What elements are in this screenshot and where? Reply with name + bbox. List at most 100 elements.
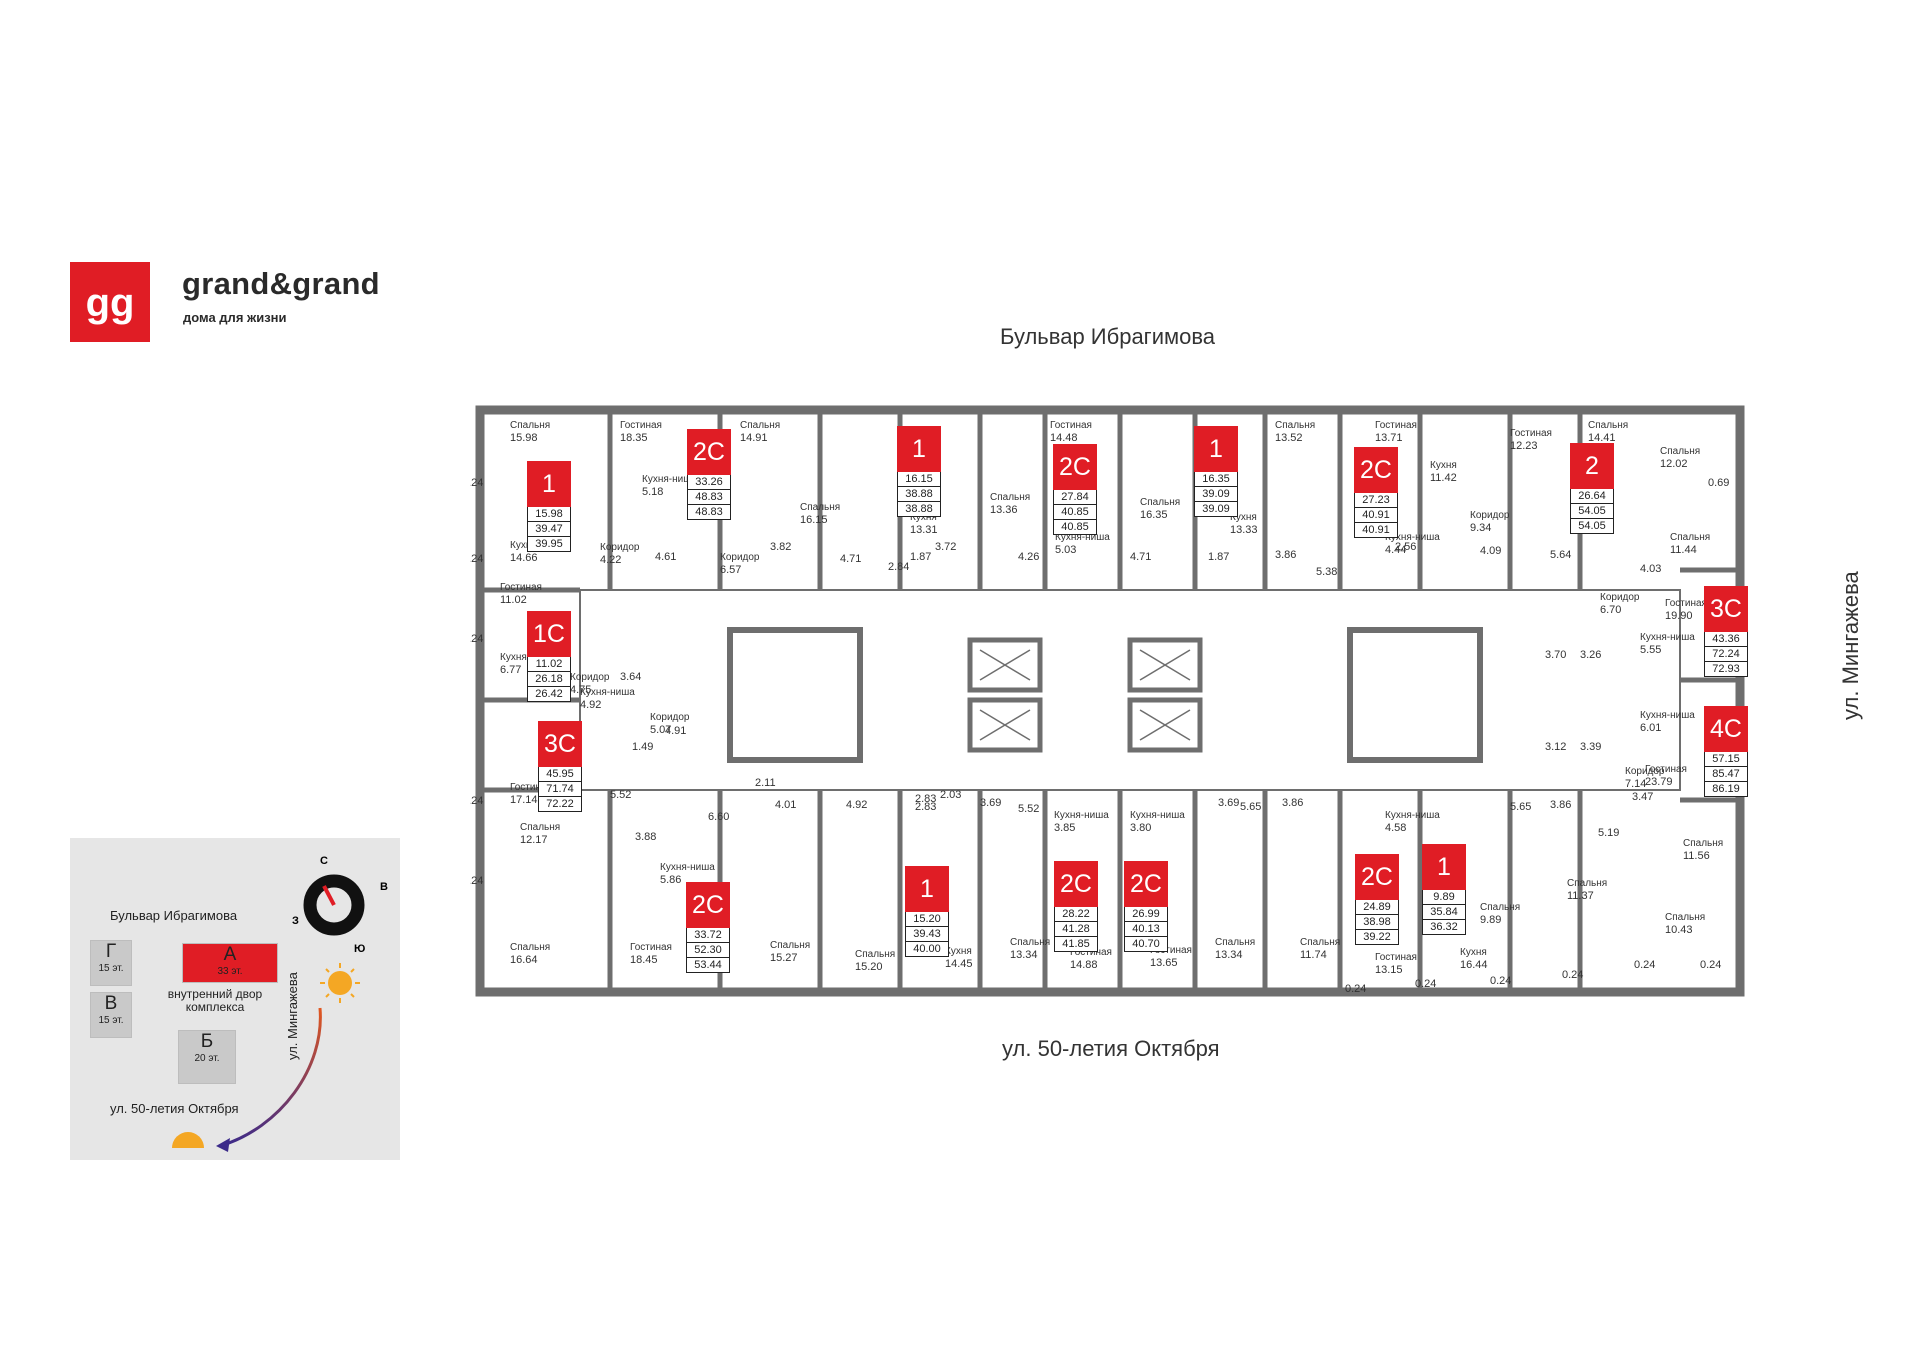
brand-name: grand&grand: [182, 266, 380, 301]
room-area-label: 11.42: [1430, 472, 1457, 484]
room-name-label: Спальня: [1215, 937, 1255, 948]
apartment-area-value: 40.13: [1124, 922, 1168, 937]
small-area-value: 4.01: [775, 799, 796, 811]
room-name-label: Спальня: [855, 949, 895, 960]
floor-plan: Спальня15.98Гостиная18.35Спальня14.91Гос…: [470, 405, 1745, 1000]
room-area-label: 14.45: [945, 958, 973, 970]
room-area-label: 4.44: [1385, 544, 1406, 556]
small-area-value: 1.87: [1208, 551, 1229, 563]
room-area-label: 23.79: [1645, 776, 1673, 788]
small-area-value: 3.86: [1282, 797, 1303, 809]
room-name-label: Гостиная: [1665, 598, 1707, 609]
room-name-label: Кухня: [1430, 460, 1457, 471]
apartment-area-value: 28.22: [1054, 907, 1098, 922]
room-name-label: Спальня: [1683, 838, 1723, 849]
room-area-label: 11.44: [1670, 544, 1697, 556]
room-name-label: Кухня-ниша: [660, 862, 715, 873]
small-area-value: 2.03: [940, 789, 961, 801]
room-area-label: 3.80: [1130, 822, 1151, 834]
compass-icon: С В Ю З: [292, 855, 388, 955]
small-area-value: 0.69: [1708, 477, 1729, 489]
plan-walls: [475, 405, 1745, 997]
room-area-label: 13.31: [910, 524, 938, 536]
apartment-area-value: 39.47: [527, 522, 571, 537]
logo-gg-icon: gg: [86, 281, 135, 325]
room-area-label: 16.35: [1140, 509, 1168, 521]
svg-text:gg: gg: [86, 281, 135, 325]
room-name-label: Спальня: [1480, 902, 1520, 913]
apartment-area-value: 40.85: [1053, 520, 1097, 535]
sunset-icon: [172, 1132, 204, 1148]
apartment-type-label: 1С: [527, 611, 571, 657]
apartment-area-value: 33.26: [687, 475, 731, 490]
apartment-area-value: 26.18: [527, 672, 571, 687]
svg-text:З: З: [292, 915, 299, 927]
room-area-label: 13.34: [1010, 949, 1038, 961]
room-name-label: Гостиная: [1050, 420, 1092, 431]
room-area-label: 15.27: [770, 952, 798, 964]
small-area-value: 5.65: [1240, 801, 1261, 813]
minimap-street-top: Бульвар Ибрагимова: [110, 908, 238, 923]
room-area-label: 4.92: [580, 699, 601, 711]
apartment-area-value: 9.89: [1422, 890, 1466, 905]
apartment-area-value: 24.89: [1355, 900, 1399, 915]
small-area-value: 0.24: [470, 633, 483, 645]
apartment-type-label: 2С: [1053, 444, 1097, 490]
small-area-value: 2.84: [888, 561, 909, 573]
room-area-label: 9.89: [1480, 914, 1501, 926]
apartment-area-value: 11.02: [527, 657, 571, 672]
apartment-area-value: 15.20: [905, 912, 949, 927]
room-name-label: Спальня: [1010, 937, 1050, 948]
room-area-label: 14.41: [1588, 432, 1616, 444]
small-area-value: 4.26: [1018, 551, 1039, 563]
street-label-right: ул. Мингажева: [1838, 571, 1863, 720]
room-name-label: Гостиная: [1375, 952, 1417, 963]
room-area-label: 4.58: [1385, 822, 1406, 834]
apartment-area-value: 38.88: [897, 487, 941, 502]
small-area-labels: 0.240.240.240.240.244.613.824.713.724.26…: [470, 477, 1729, 1000]
small-area-value: 3.82: [770, 541, 791, 553]
apartment-area-value: 15.98: [527, 507, 571, 522]
room-name-label: Коридор: [1625, 766, 1665, 777]
street-label-bottom: ул. 50-летия Октября: [1002, 1036, 1220, 1061]
room-area-label: 11.37: [1567, 890, 1594, 902]
small-area-value: 0.24: [470, 477, 483, 489]
room-name-label: Спальня: [520, 822, 560, 833]
apartment-area-value: 39.95: [527, 537, 571, 552]
room-name-label: Спальня: [800, 502, 840, 513]
room-name-label: Гостиная: [1150, 945, 1192, 956]
room-area-label: 6.57: [720, 564, 741, 576]
room-name-label: Кухня-ниша: [1640, 632, 1695, 643]
small-area-value: 3.69: [1218, 797, 1239, 809]
apartment-area-value: 36.32: [1422, 920, 1466, 935]
room-area-label: 16.44: [1460, 959, 1488, 971]
room-area-label: 14.91: [740, 432, 768, 444]
apartment-area-value: 43.36: [1704, 632, 1748, 647]
small-area-value: 0.57: [622, 999, 643, 1000]
small-area-value: 0.24: [470, 553, 483, 565]
apartment-area-value: 41.28: [1054, 922, 1098, 937]
small-area-value: 4.09: [1480, 545, 1501, 557]
room-name-label: Кухня-ниша: [580, 687, 635, 698]
apartment-type-label: 2С: [1054, 861, 1098, 907]
small-area-value: 5.64: [1550, 549, 1571, 561]
